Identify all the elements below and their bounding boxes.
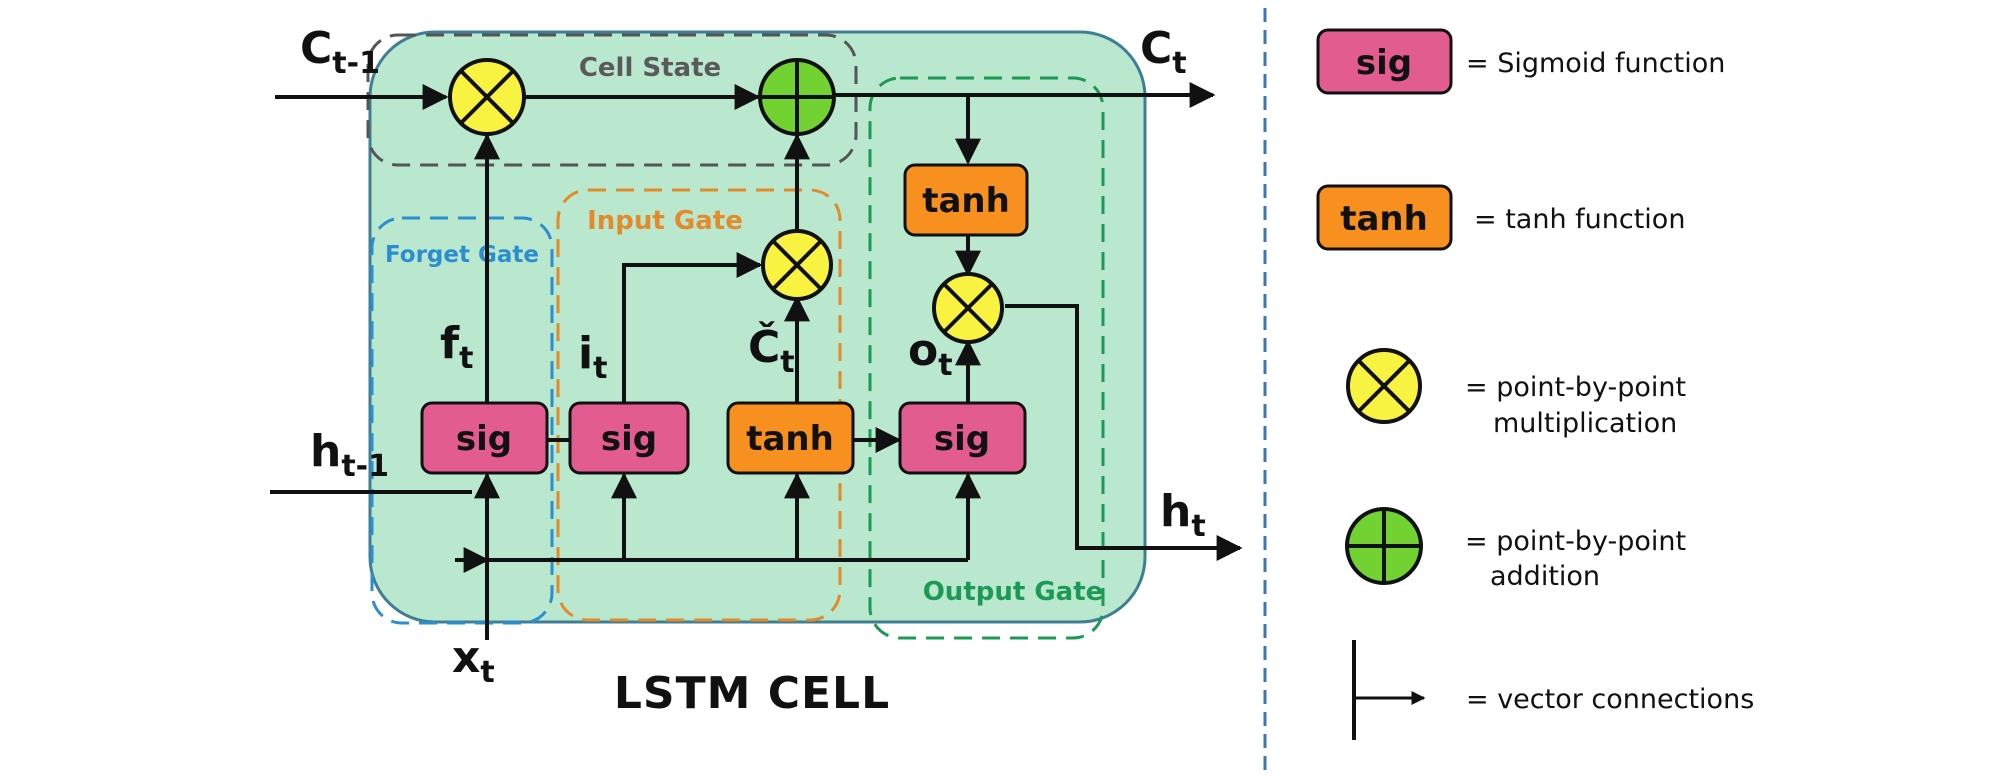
forget-multiply-op	[448, 58, 526, 136]
legend-vector-text: = vector connections	[1466, 684, 1754, 715]
forget-sig-label: sig	[456, 419, 512, 459]
input-sig-box: sig	[568, 401, 690, 475]
legend-add-text-1: = point-by-point	[1465, 526, 1686, 557]
legend-sig-swatch: sig	[1316, 28, 1453, 95]
forget-gate-label: Forget Gate	[385, 242, 539, 268]
legend-add-icon	[1345, 507, 1423, 585]
legend: sig = Sigmoid function tanh = tanh funct…	[1316, 28, 1754, 740]
output-gate-label: Output Gate	[923, 577, 1104, 607]
input-sig-label: sig	[601, 419, 657, 459]
legend-multiply-text-2: multiplication	[1493, 408, 1677, 439]
output-sig-box: sig	[898, 401, 1027, 475]
cell-state-region	[366, 33, 858, 167]
legend-multiply-icon	[1346, 348, 1422, 424]
legend-tanh-swatch: tanh	[1316, 184, 1453, 251]
output-sig-label: sig	[934, 419, 990, 459]
var-i-t: it	[578, 328, 607, 386]
output-tanh-label: tanh	[922, 181, 1010, 221]
output-tanh-box: tanh	[903, 163, 1029, 237]
forget-sig-box: sig	[420, 401, 549, 475]
output-multiply-op	[932, 272, 1004, 344]
var-c-t: Ct	[1140, 23, 1187, 81]
var-o-t: ot	[908, 325, 953, 383]
var-h-prev: ht-1	[310, 426, 389, 484]
legend-add-text-2: addition	[1490, 561, 1600, 592]
legend-tanh-text: = tanh function	[1474, 204, 1685, 235]
input-gate-label: Input Gate	[587, 206, 743, 236]
var-x-t: xt	[452, 632, 495, 690]
legend-tanh-box-label: tanh	[1340, 199, 1428, 239]
var-c-prev: Ct-1	[300, 23, 380, 81]
output-gate-region	[868, 76, 1105, 640]
cell-add-op	[758, 58, 836, 136]
var-h-t: ht	[1160, 486, 1206, 544]
legend-multiply-text-1: = point-by-point	[1465, 372, 1686, 403]
input-multiply-op	[761, 229, 833, 301]
legend-sig-text: = Sigmoid function	[1466, 48, 1725, 79]
var-c-tilde: Čt	[748, 320, 795, 380]
cell-state-label: Cell State	[579, 53, 721, 83]
connection-wires	[270, 82, 1243, 640]
input-tanh-box: tanh	[726, 401, 855, 475]
var-f-t: ft	[440, 318, 474, 376]
input-tanh-label: tanh	[746, 419, 834, 459]
legend-sig-box-label: sig	[1356, 43, 1412, 83]
lstm-cell-title: LSTM CELL	[614, 668, 890, 719]
forget-gate-region	[370, 216, 554, 625]
legend-vector-connection-icon	[1352, 640, 1426, 740]
